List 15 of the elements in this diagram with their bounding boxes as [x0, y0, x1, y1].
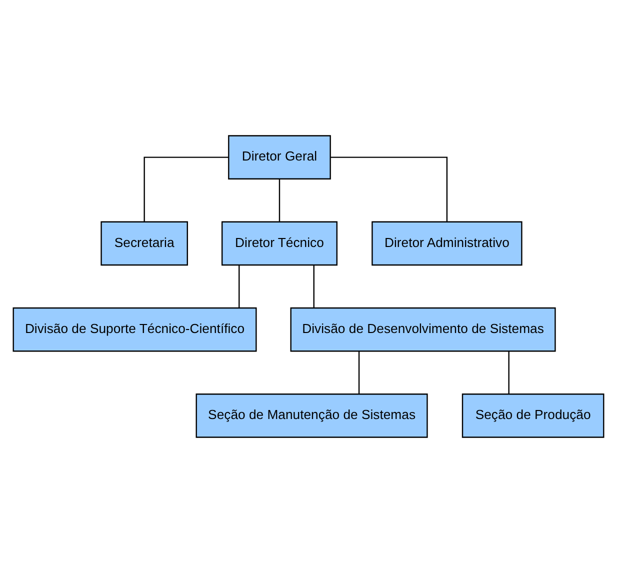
- connector: [278, 178, 280, 221]
- node-box: Diretor Técnico: [221, 220, 338, 266]
- connector: [358, 350, 360, 394]
- connector: [144, 156, 228, 222]
- connector: [313, 264, 314, 308]
- node-box: Divisão de Desenvolvimento de Sistemas: [290, 306, 556, 352]
- connector: [508, 350, 510, 394]
- connector: [330, 156, 448, 222]
- node-box: Seção de Manutenção de Sistemas: [196, 393, 428, 438]
- node-box: Diretor Geral: [228, 134, 331, 179]
- node-box: Secretaria: [100, 220, 188, 266]
- node-box: Diretor Administrativo: [372, 220, 522, 266]
- node-box: Seção de Produção: [462, 393, 604, 438]
- connector: [238, 264, 240, 308]
- node-box: Divisão de Suporte Técnico-Científico: [12, 306, 257, 352]
